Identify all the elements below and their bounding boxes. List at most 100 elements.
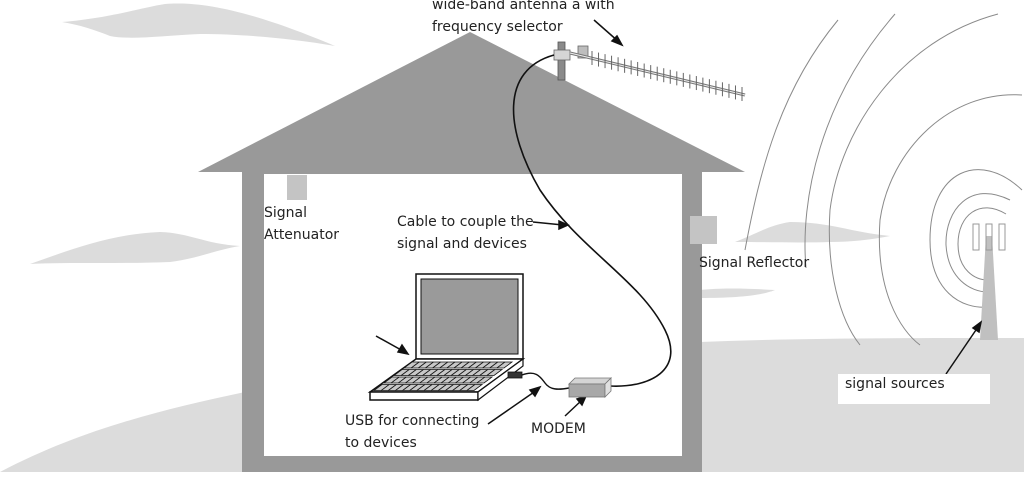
keyboard-key-divider	[453, 361, 463, 369]
keyboard-key-divider	[415, 369, 424, 376]
keyboard-key-divider	[432, 361, 441, 369]
label-attenuator: Signal Attenuator	[264, 202, 339, 246]
signal-reflector-icon	[690, 216, 717, 244]
label-usb-line2: to devices	[345, 435, 417, 451]
keyboard-key-divider	[462, 376, 471, 384]
keyboard-key-divider	[405, 376, 414, 384]
keyboard-key-divider	[466, 384, 476, 391]
keyboard-key-divider	[388, 384, 397, 391]
keyboard-key-divider	[438, 384, 447, 391]
keyboard-key-divider	[476, 376, 486, 384]
wave-2	[804, 13, 896, 269]
keyboard-key-divider	[458, 369, 467, 376]
label-attenuator-line2: Attenuator	[264, 227, 340, 243]
keyboard-key-divider	[430, 384, 440, 391]
keyboard-key-divider	[408, 369, 417, 376]
keyboard-key-divider	[452, 384, 461, 391]
label-antenna: wide-band antenna a with frequency selec…	[432, 0, 615, 38]
keyboard-key-divider	[425, 361, 434, 369]
cloud-right-2	[700, 288, 775, 298]
keyboard-key-divider	[469, 376, 478, 384]
keyboard-key-divider	[465, 369, 474, 376]
house-roof	[198, 32, 745, 172]
keyboard-key-divider	[423, 384, 433, 391]
keyboard-key-divider	[436, 369, 446, 376]
keyboard-key-divider	[450, 369, 460, 376]
label-cable-line1: Cable to couple the	[397, 214, 534, 230]
wave-5	[929, 169, 1023, 308]
coax-cable	[512, 54, 672, 387]
label-reflector-line1: Signal Reflector	[699, 255, 810, 271]
arrow-usb	[487, 389, 538, 425]
keyboard-key-divider	[398, 376, 407, 384]
keyboard-key-divider	[429, 369, 438, 376]
keyboard-key-divider	[440, 376, 450, 384]
keyboard-key-divider	[443, 369, 453, 376]
keyboard-key-divider	[475, 361, 484, 369]
keyboard-key-divider	[489, 361, 498, 369]
cloud-right-1	[735, 222, 890, 243]
keyboard-key-divider	[446, 361, 456, 369]
arrow-sources	[945, 326, 979, 375]
keyboard-key-divider	[460, 361, 470, 369]
label-antenna-line2: frequency selector	[432, 19, 563, 35]
keyboard-key-divider	[486, 369, 496, 376]
wave-4	[878, 94, 1023, 346]
modem-box-icon	[568, 377, 612, 398]
wave-6	[945, 193, 1011, 293]
keyboard-key-divider	[409, 384, 418, 391]
keyboard-key-divider	[433, 376, 443, 384]
keyboard-key-divider	[422, 369, 431, 376]
ground	[0, 338, 1024, 472]
arrow-cable	[532, 221, 564, 226]
keyboard-key-divider	[400, 369, 410, 376]
keyboard-key-divider	[418, 361, 427, 369]
keyboard-key-divider	[445, 384, 454, 391]
usb-plug-icon	[507, 371, 523, 379]
keyboard-key-divider	[419, 376, 428, 384]
transmission-tower-icon	[972, 223, 1006, 340]
pointer-arrows	[375, 19, 983, 425]
label-cable-line2: signal and devices	[397, 236, 527, 252]
keyboard-key-divider	[455, 376, 464, 384]
keyboard-key-divider	[380, 384, 390, 391]
keyboard-key-divider	[439, 361, 448, 369]
yagi-antenna-icon	[553, 41, 746, 101]
arrow-laptop	[375, 335, 404, 352]
clouds	[30, 3, 890, 298]
signal-attenuator-icon	[287, 175, 307, 200]
label-cable: Cable to couple the signal and devices	[397, 211, 534, 255]
keyboard-key-divider	[416, 384, 426, 391]
keyboard-key-divider	[390, 376, 400, 384]
keyboard-key-divider	[468, 361, 477, 369]
wave-3	[828, 13, 999, 346]
label-modem: MODEM	[531, 418, 586, 440]
label-usb-line1: USB for connecting	[345, 413, 480, 429]
label-reflector: Signal Reflector	[699, 252, 809, 274]
label-sources: signal sources	[845, 373, 945, 395]
keyboard-key-divider	[496, 361, 506, 369]
keyboard-key-divider	[410, 361, 420, 369]
keyboard-key-divider	[412, 376, 421, 384]
cloud-bottom-left	[30, 232, 240, 264]
keyboard-key-divider	[479, 369, 488, 376]
signal-waves	[744, 13, 1023, 346]
cloud-top-left	[62, 3, 335, 47]
keyboard-key-divider	[402, 384, 411, 391]
keyboard-key-divider	[459, 384, 468, 391]
label-attenuator-line1: Signal	[264, 205, 308, 221]
usb-cable	[521, 372, 570, 390]
label-modem-line1: MODEM	[531, 421, 586, 437]
label-antenna-line1: wide-band antenna a with	[432, 0, 615, 13]
label-usb: USB for connecting to devices	[345, 410, 479, 454]
keyboard-key-divider	[448, 376, 457, 384]
wave-1	[744, 19, 839, 251]
label-sources-box	[838, 374, 990, 404]
keyboard-key-divider	[472, 369, 481, 376]
keyboard-key-divider	[395, 384, 404, 391]
wave-7	[957, 207, 1007, 281]
laptop-icon	[367, 273, 526, 402]
keyboard-key-divider	[426, 376, 436, 384]
label-sources-line1: signal sources	[845, 376, 945, 392]
